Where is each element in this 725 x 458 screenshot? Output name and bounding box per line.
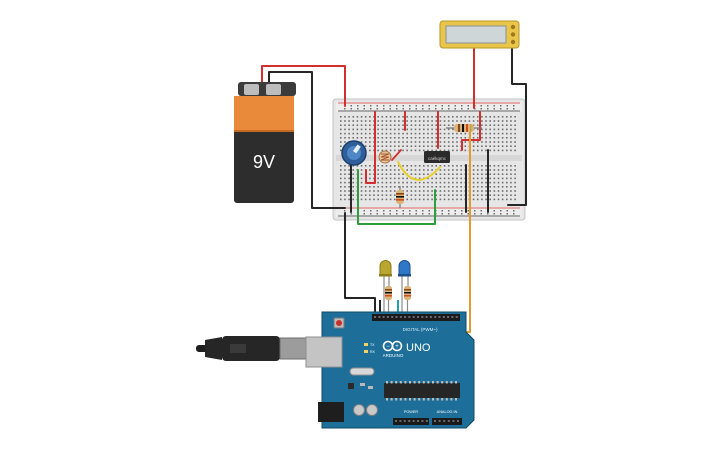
resistor-top <box>446 124 482 132</box>
arduino-logo: − + <box>382 340 403 352</box>
usb-cable <box>196 336 307 361</box>
resistor-led-yellow <box>385 286 392 318</box>
resistor-bottom <box>396 186 404 208</box>
wire-green <box>357 169 436 225</box>
led-yellow[interactable] <box>379 260 392 319</box>
arduino-analog-label: ANALOG IN <box>437 410 458 414</box>
arduino-brand: ARDUINO <box>383 353 404 358</box>
arduino-digital-label: DIGITAL (PWM~) <box>403 327 438 332</box>
wire-battery-positive <box>261 65 346 107</box>
arduino-power-header[interactable] <box>393 418 429 425</box>
svg-text:+: + <box>395 344 399 350</box>
arduino-model: UNO <box>406 342 431 354</box>
photoresistor[interactable] <box>378 150 392 164</box>
lcd-display <box>439 20 520 49</box>
battery-9v[interactable]: 9V <box>234 82 296 203</box>
wire-red-potentiometer <box>365 111 376 184</box>
battery-label: 9V <box>253 152 275 172</box>
svg-text:−: − <box>386 344 390 350</box>
arduino-digital-header[interactable] <box>372 314 460 321</box>
arduino-tx-label: TX <box>370 343 375 347</box>
arduino-usb-port[interactable] <box>305 336 343 368</box>
wire-battery-negative <box>268 71 346 209</box>
ic-chip: caékqmc <box>424 151 450 163</box>
arduino-analog-header[interactable] <box>432 418 462 425</box>
arduino-microcontroller <box>384 383 460 398</box>
arduino-power-jack[interactable] <box>318 402 344 422</box>
wire-black-arduino <box>344 212 376 319</box>
wire-display-negative <box>507 47 527 206</box>
potentiometer[interactable] <box>341 140 367 166</box>
arduino-power-label: POWER <box>404 410 419 414</box>
arduino-uno: DIGITAL (PWM~) − + ARDUINO UNO TX RX POW… <box>305 311 475 429</box>
arduino-rx-label: RX <box>370 350 376 354</box>
wire-yellow-jumper <box>397 161 441 181</box>
ic-chip-label: caékqmc <box>428 156 447 161</box>
